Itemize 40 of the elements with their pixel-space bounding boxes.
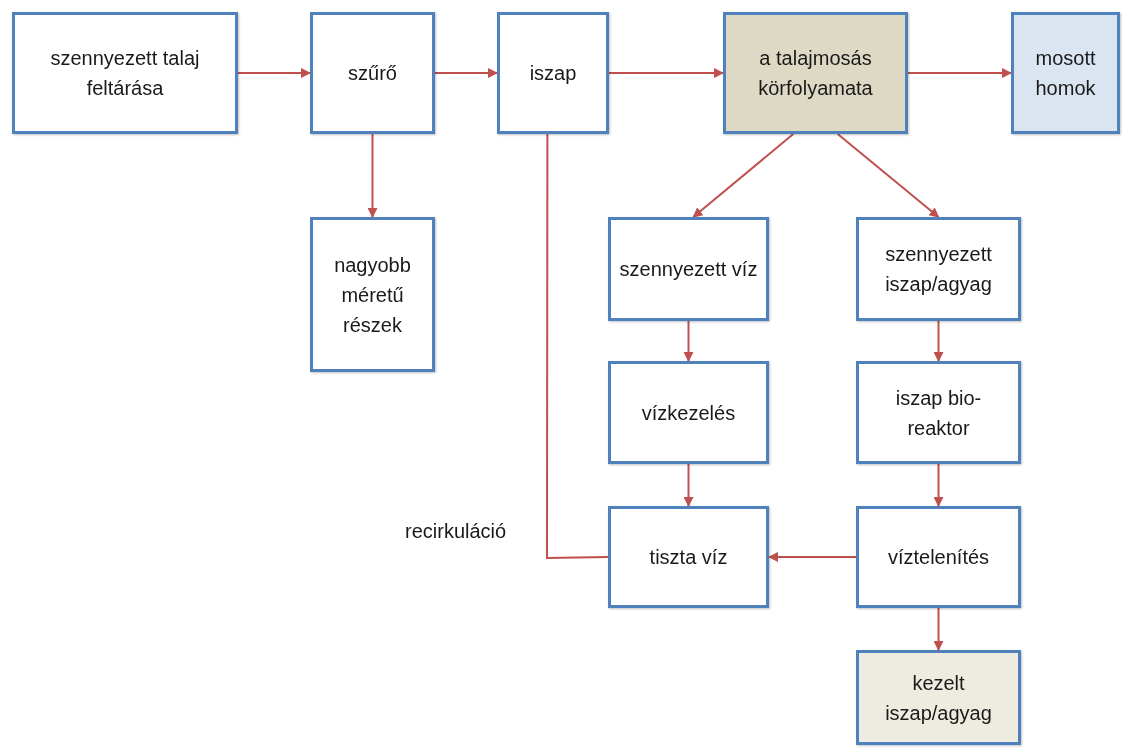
process-box: [12, 12, 238, 134]
arrow: [683, 320, 694, 362]
box-text: víztelenítés: [886, 545, 991, 570]
box-text: vízkezelés: [640, 400, 737, 426]
box-text: mosott homok: [1034, 46, 1097, 101]
box-text: iszap bio-reaktor: [894, 385, 983, 441]
box-text: szennyezett iszap/agyag: [884, 242, 993, 297]
process-box: [310, 217, 435, 372]
process-box: [723, 12, 908, 134]
process-box: [608, 506, 769, 608]
connector-line: [546, 133, 609, 559]
arrow: [768, 552, 857, 562]
arrow: [907, 68, 1012, 78]
box-text: nagyobb méretű részek: [333, 252, 412, 338]
process-box: [310, 12, 435, 134]
process-box: [856, 217, 1021, 321]
arrow: [237, 68, 311, 78]
box-text: tiszta víz: [648, 545, 729, 570]
process-box: [856, 361, 1021, 464]
process-box: [856, 650, 1021, 745]
box-text: szennyezett talaj feltárása: [49, 46, 201, 101]
arrow: [933, 463, 944, 507]
process-box: [497, 12, 609, 134]
process-box: [608, 217, 769, 321]
box-text: iszap: [528, 61, 578, 86]
arrow: [683, 463, 694, 507]
box-text: a talajmosás körfolyamata: [757, 46, 874, 101]
process-box: [856, 506, 1021, 608]
arrow: [692, 133, 795, 218]
arrow: [608, 68, 724, 78]
arrow: [933, 607, 944, 651]
arrow: [933, 320, 944, 362]
process-box: [608, 361, 769, 464]
box-text: szűrő: [347, 61, 398, 86]
box-text: szennyezett víz: [618, 257, 759, 282]
box-text: kezelt iszap/agyag: [884, 670, 993, 726]
arrow: [836, 133, 940, 218]
process-box: [1011, 12, 1120, 134]
arrow: [367, 133, 378, 218]
arrow: [434, 68, 498, 78]
